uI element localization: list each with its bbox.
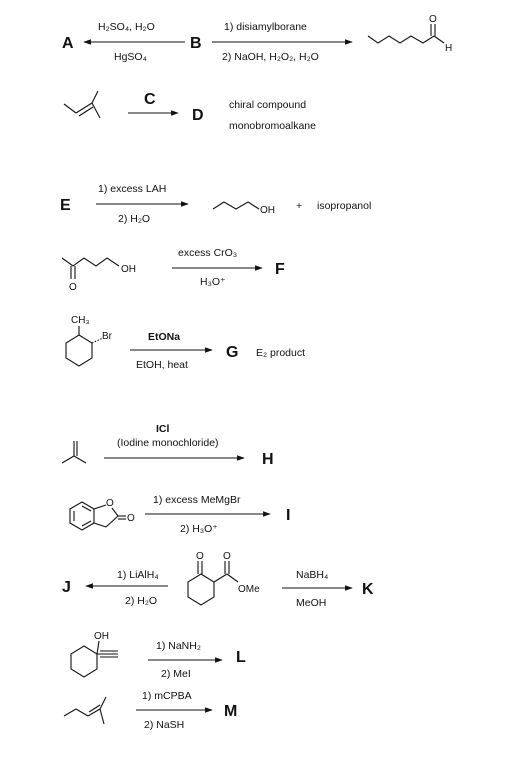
reaction-2-note-line-2: monobromoalkane	[229, 120, 316, 132]
reaction-6-condition-top: ICl	[156, 423, 170, 435]
reaction-5: CH₃ Br EtONa EtOH, heat G E₂ product	[65, 315, 305, 371]
reaction-10: 1) mCPBA 2) NaSH M	[63, 690, 237, 731]
reaction-8-right-condition-bottom: MeOH	[296, 597, 326, 609]
label-k: K	[362, 581, 374, 598]
hexanal-hydrogen: H	[445, 43, 452, 54]
methoxy-group: OMe	[238, 584, 260, 595]
label-i: I	[286, 507, 290, 524]
reaction-10-condition-top: 1) mCPBA	[142, 690, 192, 702]
reaction-7-condition-top: 1) excess MeMgBr	[153, 494, 241, 506]
reaction-1-right-condition-top: 1) disiamylborane	[224, 21, 307, 33]
hexanal-structure: O H	[367, 14, 452, 54]
reaction-8-left-condition-top: 1) LiAlH₄	[117, 569, 159, 581]
label-g: G	[226, 344, 238, 361]
reaction-8-right-condition-top: NaBH₄	[296, 569, 328, 581]
2-methyl-2-butene-structure	[63, 90, 101, 119]
label-e: E	[60, 197, 71, 214]
reaction-9-condition-bottom: 2) MeI	[161, 668, 191, 680]
reaction-4: O OH excess CrO₃ H₃O⁺ F	[61, 247, 285, 293]
label-c: C	[144, 91, 156, 108]
ethynylcyclohexanol-structure: OH	[70, 631, 118, 678]
reaction-7-condition-bottom: 2) H₃O⁺	[180, 523, 218, 535]
label-b: B	[190, 35, 202, 52]
ester-carbonyl-oxygen: O	[223, 551, 231, 562]
reaction-8-left-condition-bottom: 2) H₂O	[125, 595, 157, 607]
label-f: F	[275, 261, 285, 278]
reaction-1-left-condition-bottom: HgSO₄	[114, 51, 147, 63]
reaction-9-condition-top: 1) NaNH₂	[156, 640, 201, 652]
1-butanol-structure: OH	[212, 201, 275, 216]
reaction-3-condition-top: 1) excess LAH	[98, 183, 166, 195]
reaction-4-condition-top: excess CrO₃	[178, 247, 237, 259]
reaction-6-condition-bottom: (Iodine monochloride)	[117, 437, 219, 449]
isobutylene-structure	[61, 441, 87, 464]
ketone-oxygen: O	[69, 282, 77, 293]
reaction-1: A H₂SO₄, H₂O HgSO₄ B 1) disiamylborane 2…	[62, 14, 452, 63]
reaction-2-note-line-1: chiral compound	[229, 99, 306, 111]
reaction-8: J 1) LiAlH₄ 2) H₂O O O OMe NaBH₄ MeOH K	[62, 551, 374, 609]
bromo-methylcyclohexane-structure: CH₃ Br	[65, 315, 113, 367]
reaction-2: C D chiral compound monobromoalkane	[63, 90, 316, 132]
lactone-carbonyl-oxygen: O	[127, 513, 135, 524]
lactone-ring-oxygen: O	[106, 498, 114, 509]
ketone-oxygen-8: O	[196, 551, 204, 562]
reaction-1-left-condition-top: H₂SO₄, H₂O	[98, 21, 155, 33]
reaction-1-right-condition-bottom: 2) NaOH, H₂O₂, H₂O	[222, 51, 319, 63]
bromine-label: Br	[102, 331, 113, 342]
methyl-label: CH₃	[71, 315, 90, 326]
reaction-5-condition-top: EtONa	[148, 331, 180, 343]
benzofuranone-structure: O O	[69, 498, 135, 531]
label-a: A	[62, 35, 74, 52]
hydroxyl-group: OH	[121, 264, 136, 275]
3-methyl-2-pentene-structure	[63, 696, 107, 725]
butanol-hydroxyl: OH	[260, 205, 275, 216]
propargylic-hydroxyl: OH	[94, 631, 109, 642]
reaction-3-coproduct: isopropanol	[317, 200, 371, 212]
label-h: H	[262, 451, 274, 468]
label-j: J	[62, 579, 71, 596]
reaction-3: E 1) excess LAH 2) H₂O OH + isopropanol	[60, 183, 371, 225]
reaction-10-condition-bottom: 2) NaSH	[144, 719, 184, 731]
reaction-5-note: E₂ product	[256, 347, 305, 359]
reaction-3-condition-bottom: 2) H₂O	[118, 213, 150, 225]
5-hydroxy-2-pentanone-structure: O OH	[61, 257, 136, 293]
reaction-6: ICl (Iodine monochloride) H	[61, 423, 274, 468]
keto-ester-structure: O O OMe	[187, 551, 260, 606]
reaction-5-condition-bottom: EtOH, heat	[136, 359, 188, 371]
hexanal-oxygen: O	[429, 14, 437, 25]
label-d: D	[192, 107, 204, 124]
reaction-3-plus: +	[296, 200, 302, 212]
reaction-9: OH 1) NaNH₂ 2) MeI L	[70, 631, 246, 680]
reaction-7: O O 1) excess MeMgBr 2) H₃O⁺ I	[69, 494, 290, 535]
label-m: M	[224, 703, 237, 720]
reaction-4-condition-bottom: H₃O⁺	[200, 276, 226, 288]
label-l: L	[236, 649, 246, 666]
